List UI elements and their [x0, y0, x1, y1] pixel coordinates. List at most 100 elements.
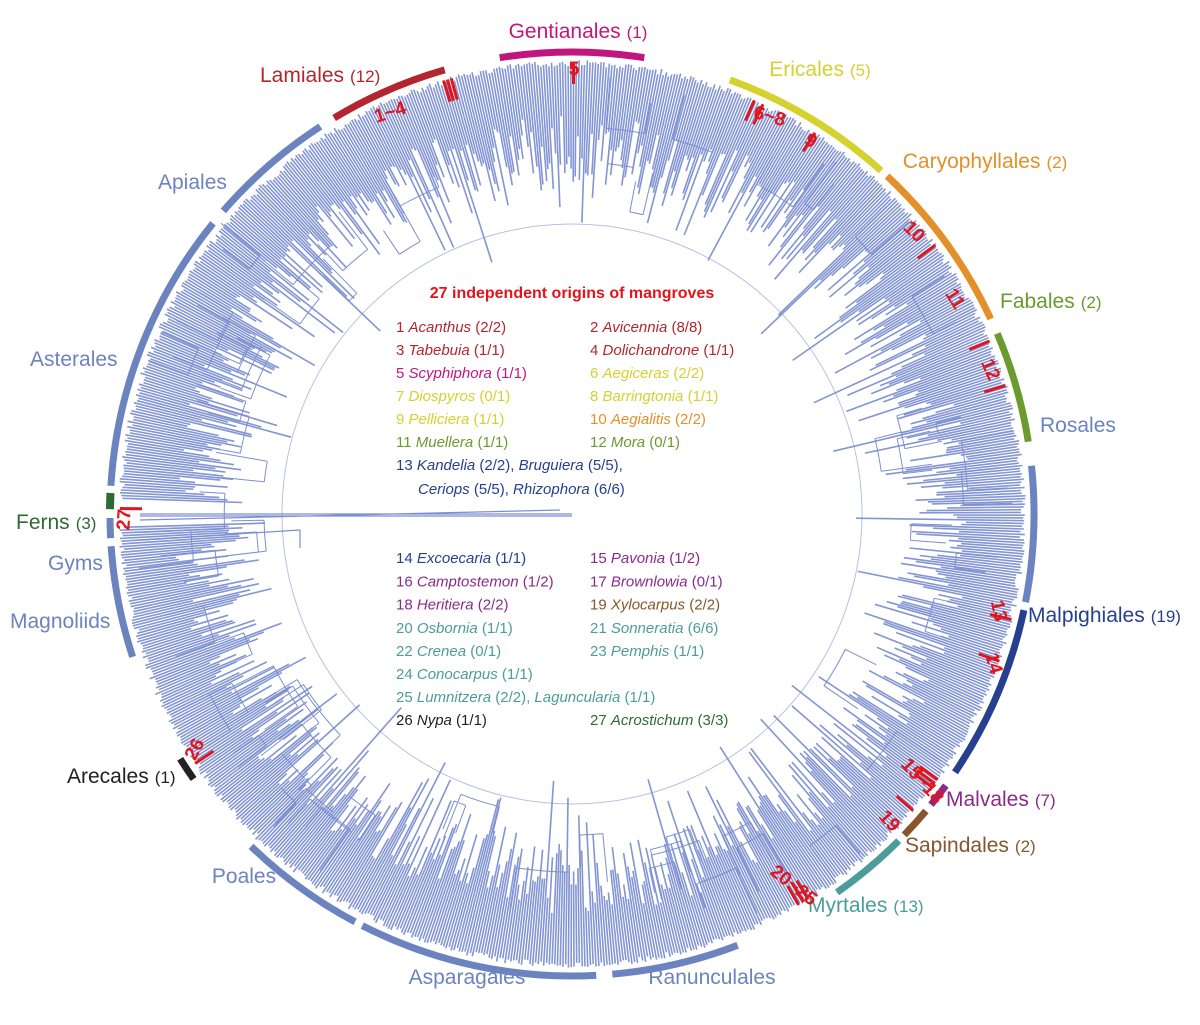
legend-entry: 6 Aegiceras (2/2) [590, 365, 704, 382]
legend-entry: 5 Scyphiphora (1/1) [396, 365, 527, 382]
origin-ticks [119, 61, 1012, 906]
order-name: Gyms [48, 552, 103, 575]
legend-entry: 2 Avicennia (8/8) [590, 319, 702, 336]
order-labels: Gentianales(1)Ericales(5)Caryophyllales(… [10, 20, 1181, 989]
legend-genus: Avicennia [602, 319, 668, 336]
legend-num: 22 [396, 643, 417, 660]
legend-entry: 15 Pavonia (1/2) [590, 550, 700, 567]
arc-magnoliids [107, 545, 136, 658]
origin-number: 13 [986, 598, 1011, 623]
origin-tick [983, 384, 1006, 394]
legend-entry: 4 Dolichandrone (1/1) [590, 342, 734, 359]
legend-count: (1/1) [478, 620, 513, 637]
order-label-ferns: Ferns(3) [16, 511, 96, 534]
legend-genus: Acanthus [408, 319, 472, 336]
legend-count: (1/1) [699, 342, 734, 359]
order-name: Asparagales [409, 966, 526, 989]
order-name: Fabales [1000, 290, 1075, 313]
legend-count: (6/6) [683, 620, 718, 637]
legend-entry: 3 Tabebuia (1/1) [396, 342, 505, 359]
origin-tick [895, 794, 915, 812]
origin-tick [744, 99, 756, 122]
legend-genus: Excoecaria [417, 550, 491, 567]
order-name: Rosales [1040, 414, 1116, 437]
legend-entry: 12 Mora (0/1) [590, 434, 680, 451]
legend-genus: Diospyros [409, 388, 476, 405]
order-label-fabales: Fabales(2) [1000, 290, 1102, 313]
legend-genus: Crenea [417, 643, 466, 660]
legend-entry: 20 Osbornia (1/1) [396, 620, 513, 637]
order-name: Malpighiales [1028, 604, 1145, 627]
order-name: Sapindales [905, 834, 1009, 857]
order-count: (12) [350, 67, 380, 86]
arc-malpighiales [952, 609, 1028, 775]
order-name: Apiales [158, 171, 227, 194]
order-name: Magnoliids [10, 610, 110, 633]
arc-apiales [220, 123, 323, 214]
legend-num: 17 [590, 573, 611, 590]
legend-count: (2/2) [685, 597, 720, 614]
legend-genus: Pavonia [611, 550, 665, 567]
legend-count: (5/5), [584, 457, 623, 474]
origin-tick [795, 879, 810, 901]
origin-number: 5 [569, 59, 580, 80]
legend-count: (2/2), [475, 457, 518, 474]
order-label-gentianales: Gentianales(1) [509, 20, 648, 43]
legend-num: 2 [590, 319, 603, 336]
origin-number: 12 [976, 356, 1004, 384]
legend-entry: Ceriops (5/5), Rhizophora (6/6) [418, 481, 625, 498]
legend-genus: Nypa [417, 712, 452, 729]
legend-genus: Dolichandrone [603, 342, 700, 359]
origin-tick [790, 882, 805, 903]
legend-genus: Barringtonia [603, 388, 684, 405]
origin-tick [968, 339, 991, 351]
legend-count: (1/2) [665, 550, 700, 567]
legend-entry: 8 Barringtonia (1/1) [590, 388, 718, 405]
legend-title: 27 independent origins of mangroves [430, 285, 715, 302]
mangrove-legend: 27 independent origins of mangroves 1 Ac… [396, 285, 734, 729]
origin-tick [194, 750, 215, 765]
order-label-ranunculales: Ranunculales [648, 966, 775, 989]
arc-lamiales [332, 66, 446, 122]
legend-entry: 16 Camptostemon (1/2) [396, 573, 554, 590]
arc-malvales [928, 783, 949, 807]
order-label-lamiales: Lamiales(12) [260, 64, 380, 87]
legend-entry: 17 Brownlowia (0/1) [590, 573, 723, 590]
order-label-myrtales: Myrtales(13) [808, 894, 924, 917]
legend-num: 6 [590, 365, 603, 382]
order-name: Asterales [30, 348, 118, 371]
legend-num: 21 [590, 620, 611, 637]
arc-ferns [106, 492, 115, 510]
order-label-apiales: Apiales [158, 171, 227, 194]
origin-tick [445, 79, 455, 102]
legend-count: (1/1) [492, 365, 527, 382]
order-label-magnoliids: Magnoliids [10, 610, 110, 633]
legend-count: (1/1) [491, 550, 526, 567]
legend-count: (1/1) [473, 434, 508, 451]
legend-count: (6/6) [590, 481, 625, 498]
origin-tick [919, 765, 939, 781]
arc-caryophyllales [884, 173, 994, 321]
legend-entry: 22 Crenea (0/1) [396, 643, 501, 660]
legend-genus: Brownlowia [611, 573, 688, 590]
origin-tick [978, 652, 1000, 663]
legend-genus: Bruguiera [519, 457, 584, 474]
legend-genus: Lumnitzera [417, 689, 491, 706]
order-label-malpighiales: Malpighiales(19) [1028, 604, 1181, 627]
legend-num: 13 [396, 457, 417, 474]
order-name: Myrtales [808, 894, 887, 917]
legend-entry: 25 Lumnitzera (2/2), Laguncularia (1/1) [396, 689, 655, 706]
order-label-poales: Poales [212, 865, 276, 888]
legend-count: (1/1) [452, 712, 487, 729]
legend-genus: Aegialitis [610, 411, 672, 428]
order-count: (5) [850, 61, 871, 80]
legend-entry: 18 Heritiera (2/2) [396, 597, 509, 614]
legend-num: 1 [396, 319, 409, 336]
order-name: Poales [212, 865, 276, 888]
arc-gentianales [499, 48, 645, 62]
order-label-ericales: Ericales(5) [769, 58, 870, 81]
legend-count: (1/1) [683, 388, 718, 405]
legend-genus: Muellera [416, 434, 474, 451]
origin-tick [801, 131, 817, 153]
legend-genus: Scyphiphora [409, 365, 492, 382]
